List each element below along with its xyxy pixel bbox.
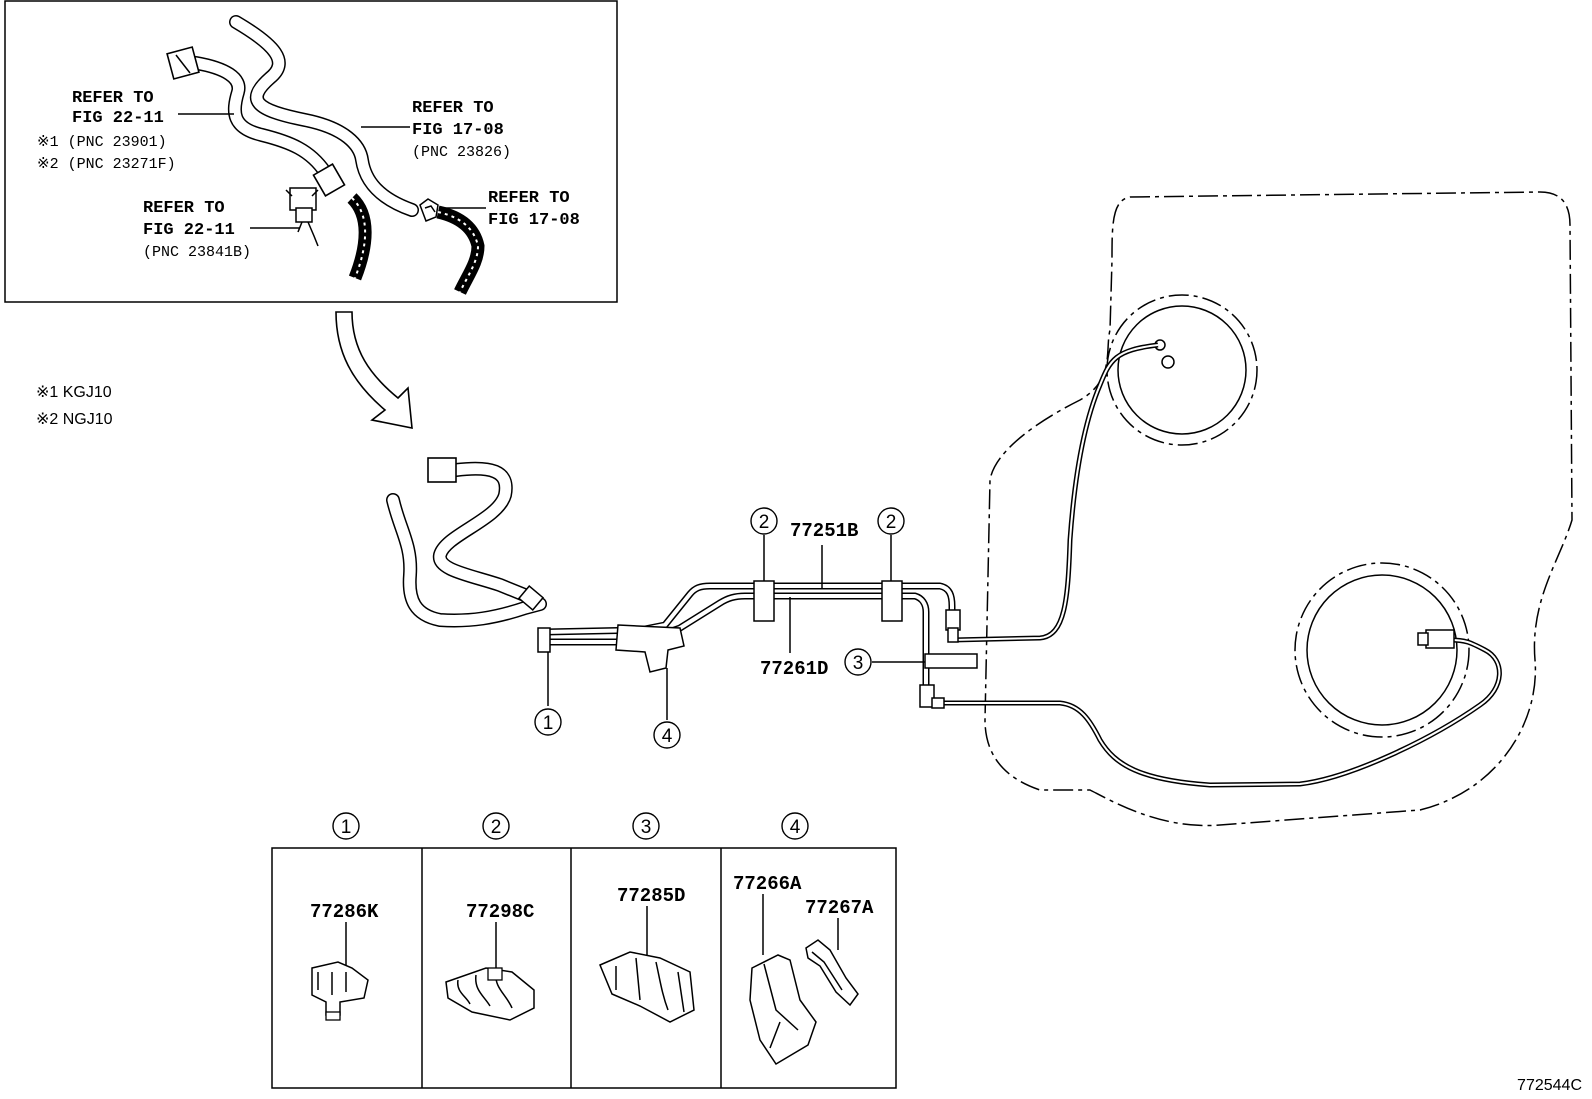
clip-table-col-2: 2 77298C	[445, 812, 535, 1021]
clip-table-col-4: 4 77266A 77267A	[733, 812, 874, 1066]
clip-3-on-tube	[924, 653, 978, 669]
part-77266A: 77266A	[733, 873, 802, 895]
part-77286K: 77286K	[310, 901, 379, 923]
fuel-tank-outline	[984, 191, 1573, 827]
inset-frame	[4, 0, 618, 303]
inset-vent-hose	[189, 56, 332, 179]
svg-text:4: 4	[662, 726, 673, 747]
refer-d-line2: FIG 22-11	[143, 221, 235, 240]
refer-a-note1: ※1 (PNC 23901)	[37, 134, 167, 151]
clip-2a-on-tube	[753, 580, 775, 622]
part-77285D: 77285D	[617, 885, 685, 907]
part-77267A: 77267A	[805, 897, 874, 919]
inset-main-hose	[229, 15, 419, 217]
svg-text:2: 2	[491, 817, 502, 838]
svg-text:2: 2	[759, 512, 770, 533]
clip-table-frame	[271, 847, 897, 1089]
inset-detail: REFER TO FIG 22-11 ※1 (PNC 23901) ※2 (PN…	[4, 0, 618, 303]
legend-note-2: ※2 NGJ10	[36, 411, 113, 428]
fuel-tube-77261D	[545, 592, 930, 690]
refer-a-line1: REFER TO	[72, 89, 154, 108]
fuel-tube-77251B	[544, 582, 956, 636]
main-hoses	[386, 461, 547, 628]
callout-2a: 2	[750, 507, 778, 535]
refer-c-line2: FIG 17-08	[488, 211, 580, 230]
part-77261D: 77261D	[760, 658, 828, 680]
inset-hose-clamp	[419, 198, 439, 222]
clip-table-col-3: 3 77285D	[599, 812, 695, 1023]
tank-tube-upper	[951, 342, 1159, 643]
refer-a-note2: ※2 (PNC 23271F)	[37, 156, 176, 173]
callout-4: 4	[653, 721, 681, 749]
refer-b-line1: REFER TO	[412, 99, 494, 118]
clip-4-on-tube	[615, 624, 685, 673]
clip-2b-on-tube	[881, 580, 903, 622]
clip-table-col-1: 1 77286K	[310, 812, 379, 1021]
clip-77266A-icon	[749, 954, 817, 1066]
lower-pump-connector	[1417, 629, 1455, 649]
part-77251B: 77251B	[790, 520, 858, 542]
clip-1-on-tube	[537, 627, 551, 653]
clip-77285D-icon	[599, 951, 695, 1023]
callout-1: 1	[534, 708, 562, 736]
hose-connector-mid	[517, 585, 545, 611]
refer-b-pnc: (PNC 23826)	[412, 144, 511, 161]
svg-text:2: 2	[886, 512, 897, 533]
part-77298C: 77298C	[466, 901, 534, 923]
tank-tube-lower	[940, 637, 1502, 788]
inset-connector-mid	[312, 163, 346, 197]
clip-77267A-icon	[805, 939, 859, 1007]
refer-d-pnc: (PNC 23841B)	[143, 244, 251, 261]
refer-a-line2: FIG 22-11	[72, 109, 164, 128]
inset-dark-hose-right	[436, 205, 485, 295]
svg-text:3: 3	[641, 817, 652, 838]
detail-arrow-icon	[335, 311, 413, 429]
callout-2b: 2	[877, 507, 905, 535]
svg-text:3: 3	[853, 653, 864, 674]
clip-77286K-icon	[311, 961, 369, 1021]
refer-d-line1: REFER TO	[143, 199, 225, 218]
refer-b-line2: FIG 17-08	[412, 121, 504, 140]
svg-text:1: 1	[341, 817, 352, 838]
clip-table: 1 77286K 2 77298C 3 77285D	[271, 812, 897, 1089]
callout-3: 3	[844, 648, 872, 676]
figure-id: 772544C	[1517, 1077, 1582, 1094]
svg-text:4: 4	[790, 817, 801, 838]
hose-connector-top	[427, 457, 457, 483]
tube-end-fitting-upper	[945, 609, 961, 643]
refer-c-line1: REFER TO	[488, 189, 570, 208]
legend-note-1: ※1 KGJ10	[36, 384, 112, 401]
tube-end-fitting-lower	[919, 684, 945, 709]
inset-valve-fitting	[285, 187, 319, 247]
svg-text:1: 1	[543, 713, 554, 734]
clip-77298C-icon	[445, 967, 535, 1021]
inset-connector-top	[166, 46, 200, 80]
